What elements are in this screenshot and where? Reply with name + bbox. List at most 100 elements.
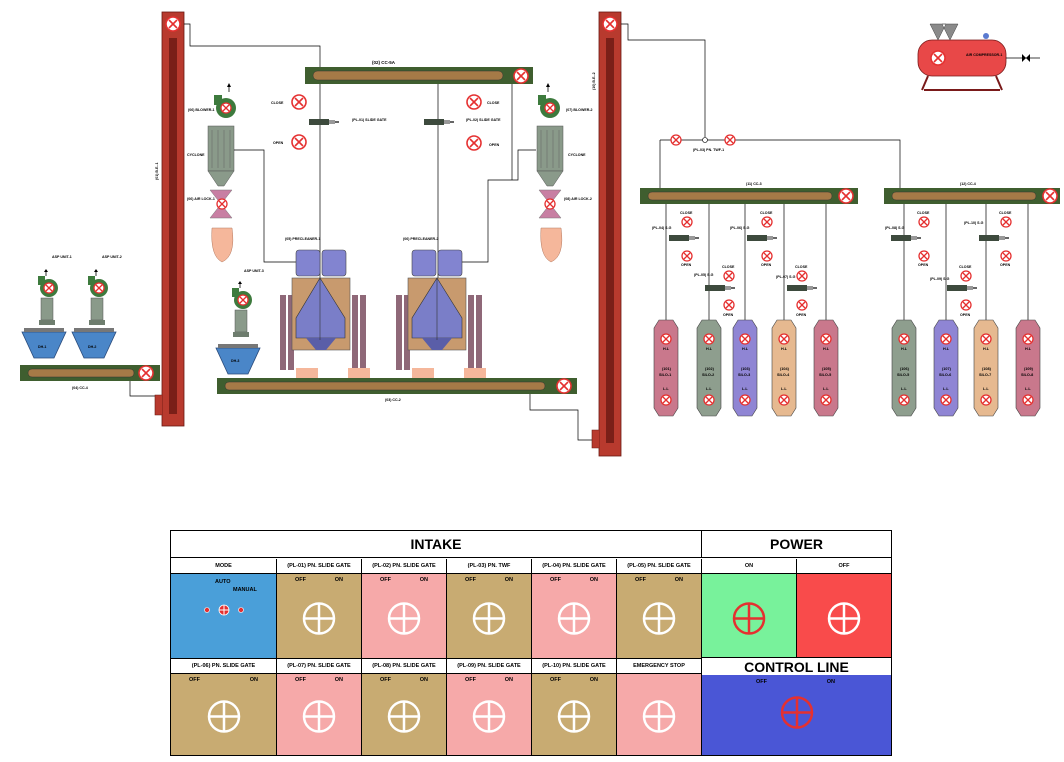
silo-low-level-label: L.L (901, 387, 907, 391)
bucket-elevator-1: (01) B.E.-1 (154, 11, 185, 427)
selector-switch[interactable] (472, 699, 506, 738)
intake-control-10: (PL-10) PN. SLIDE GATE OFF ON (532, 659, 617, 755)
silo-5: H.L(105)SILO-5L.L (813, 319, 839, 417)
mode-cell: MODE AUTO MANUAL (171, 559, 277, 659)
svg-text:(10) B.E.-2: (10) B.E.-2 (592, 72, 596, 90)
silo-body (771, 319, 797, 417)
air-compressor: AIR COMPRESSOR-1 (917, 23, 1040, 91)
svg-text:(06) PRECLEANER-2: (06) PRECLEANER-2 (403, 237, 438, 241)
selector-switch[interactable] (207, 699, 241, 738)
dump-hopper-2: DH-2 (71, 327, 117, 359)
control-label: (PL-05) PN. SLIDE GATE (617, 559, 701, 574)
silo-id: (106) (900, 367, 910, 371)
silo-low-level-label: L.L (742, 387, 748, 391)
silo-low-level-label: L.L (781, 387, 787, 391)
svg-text:(01) B.E.-1: (01) B.E.-1 (155, 162, 159, 180)
silo-body (933, 319, 959, 417)
svg-text:OPEN: OPEN (796, 313, 807, 317)
svg-text:CLOSE: CLOSE (487, 101, 500, 105)
process-diagram: ASP UNIT-1 ASP UNIT-2 DH-1 DH-2 (04) CC-… (20, 11, 1060, 457)
power-off-button[interactable] (827, 601, 861, 640)
silo-name: SILO-2 (702, 373, 714, 377)
high-level-sensor-icon (739, 333, 751, 345)
selector-switch[interactable] (472, 601, 506, 640)
silo-name: SILO-3 (738, 373, 750, 377)
power-off-cell: OFF (797, 559, 891, 659)
low-level-sensor-icon (660, 394, 672, 406)
on-label: ON (674, 577, 683, 583)
svg-text:DH-2: DH-2 (88, 345, 96, 349)
low-level-sensor-icon (703, 394, 715, 406)
selector-switch[interactable] (302, 601, 336, 640)
mode-selector[interactable] (201, 603, 247, 617)
control-line-title: CONTROL LINE (702, 657, 891, 677)
silo-high-level-label: H.L (706, 347, 713, 351)
high-level-sensor-icon (940, 333, 952, 345)
svg-text:CLOSE: CLOSE (722, 265, 735, 269)
svg-text:CLOSE: CLOSE (680, 211, 693, 215)
selector-switch[interactable] (387, 601, 421, 640)
control-label: (PL-01) PN. SLIDE GATE (277, 559, 361, 574)
precleaner-1: (05) PRECLEANER-1 (280, 237, 370, 378)
on-label: ON (589, 577, 598, 583)
silo-name: SILO-6 (939, 373, 951, 377)
svg-text:(PL-09) S.G: (PL-09) S.G (930, 277, 950, 281)
silo-7: H.L(107)SILO-6L.L (933, 319, 959, 417)
high-level-sensor-icon (660, 333, 672, 345)
on-label: ON (249, 677, 258, 683)
low-level-sensor-icon (820, 394, 832, 406)
blower-cyclone-1: (06) BLOWER-1 CYCLONE (06) AIR LOCK-1 (187, 83, 236, 263)
dump-hopper-3: DH-3 (215, 343, 261, 375)
low-level-sensor-icon (898, 394, 910, 406)
svg-text:CLOSE: CLOSE (271, 101, 284, 105)
silo-high-level-label: H.L (983, 347, 990, 351)
intake-control-8: (PL-08) PN. SLIDE GATE OFF ON (362, 659, 447, 755)
off-label: OFF (380, 677, 391, 683)
silo-4: H.L(104)SILO-4L.L (771, 319, 797, 417)
control-label: (PL-08) PN. SLIDE GATE (362, 659, 446, 674)
svg-text:(06) BLOWER-1: (06) BLOWER-1 (188, 108, 215, 112)
svg-text:(06) AIR LOCK-1: (06) AIR LOCK-1 (187, 197, 215, 201)
svg-text:OPEN: OPEN (489, 143, 500, 147)
svg-text:CLOSE: CLOSE (999, 211, 1012, 215)
silo-1: H.L(101)SILO-1L.L (653, 319, 679, 417)
control-line-off-label: OFF (756, 679, 767, 685)
conveyor-cc2: (03) CC-2 (217, 378, 592, 441)
power-off-label: OFF (797, 559, 891, 574)
silo-low-level-label: L.L (706, 387, 712, 391)
on-label: ON (419, 677, 428, 683)
off-label: OFF (380, 577, 391, 583)
silo-high-level-label: H.L (742, 347, 749, 351)
intake-control-4: (PL-04) PN. SLIDE GATE OFF ON (532, 559, 617, 659)
selector-switch[interactable] (557, 601, 591, 640)
silo-body (696, 319, 722, 417)
emergency-stop-button[interactable] (642, 699, 676, 738)
selector-switch[interactable] (302, 699, 336, 738)
silo-high-level-label: H.L (901, 347, 908, 351)
on-label: ON (589, 677, 598, 683)
power-on-cell: ON (702, 559, 797, 659)
dump-hopper-1: DH-1 (21, 327, 67, 359)
selector-switch[interactable] (557, 699, 591, 738)
silo-high-level-label: H.L (823, 347, 830, 351)
svg-text:(PL-04) S.G: (PL-04) S.G (652, 226, 672, 230)
selector-switch[interactable] (387, 699, 421, 738)
control-line-switch[interactable] (780, 696, 814, 735)
svg-text:ASP UNIT-1: ASP UNIT-1 (52, 255, 72, 259)
svg-text:CYCLONE: CYCLONE (568, 153, 586, 157)
control-label: (PL-04) PN. SLIDE GATE (532, 559, 616, 574)
control-line-cell: OFF ON (702, 675, 891, 755)
svg-text:OPEN: OPEN (918, 263, 929, 267)
svg-text:OPEN: OPEN (1000, 263, 1011, 267)
control-label: (PL-03) PN. TWF (447, 559, 531, 574)
power-on-button[interactable] (732, 601, 766, 640)
intake-control-1: (PL-01) PN. SLIDE GATE OFF ON (277, 559, 362, 659)
svg-text:(PL-01) SLIDE GATE: (PL-01) SLIDE GATE (352, 118, 387, 122)
intake-control-7: (PL-07) PN. SLIDE GATE OFF ON (277, 659, 362, 755)
svg-text:OPEN: OPEN (761, 263, 772, 267)
high-level-sensor-icon (1022, 333, 1034, 345)
control-label: (PL-06) PN. SLIDE GATE (171, 659, 276, 674)
silo-low-level-label: L.L (943, 387, 949, 391)
selector-switch[interactable] (642, 601, 676, 640)
high-level-sensor-icon (778, 333, 790, 345)
